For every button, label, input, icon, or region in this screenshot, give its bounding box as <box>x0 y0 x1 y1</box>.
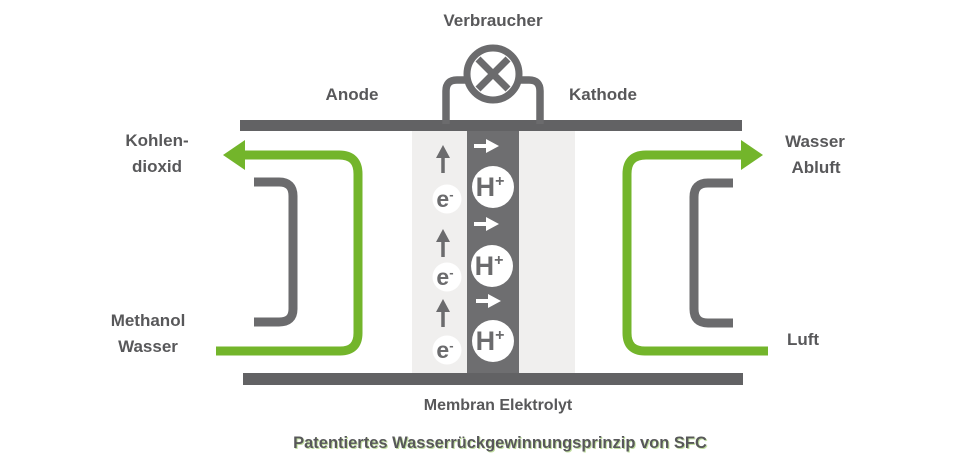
top-current-collector <box>240 120 742 131</box>
exhaust-label: Abluft <box>791 158 840 177</box>
electron-symbol: e <box>436 186 449 212</box>
electron-sup: - <box>449 265 453 280</box>
consumer-label: Verbraucher <box>443 11 543 30</box>
anode-label: Anode <box>326 85 379 104</box>
proton-symbol: H <box>476 326 496 356</box>
proton-sup: + <box>494 252 503 269</box>
gray-channel-left <box>254 177 298 327</box>
water-out-label: Wasser <box>785 132 845 151</box>
gray-channel-right <box>689 178 733 328</box>
proton-symbol: H <box>475 251 495 281</box>
bottom-current-collector <box>243 373 743 385</box>
wire-right <box>518 76 544 124</box>
green-flow-left <box>216 140 363 356</box>
caption: Patentiertes Wasserrückgewinnungsprinzip… <box>293 434 707 452</box>
co2-label-line2: dioxid <box>132 157 182 176</box>
electron-symbol: e <box>436 337 449 363</box>
water-in-label: Wasser <box>118 337 178 356</box>
electron-circle: e- <box>432 184 462 214</box>
proton-sup: + <box>495 327 504 344</box>
electron-circle: e- <box>432 262 462 292</box>
svg-text:e-: e- <box>436 264 453 290</box>
proton-sup: + <box>495 173 504 190</box>
proton-symbol: H <box>476 172 496 202</box>
cathode-diffusion-layer <box>519 131 575 373</box>
methanol-label: Methanol <box>111 311 186 330</box>
electron-symbol: e <box>436 264 449 290</box>
svg-text:e-: e- <box>436 186 453 212</box>
svg-text:H+: H+ <box>476 326 505 356</box>
svg-text:H+: H+ <box>475 251 504 281</box>
proton-circle: H+ <box>472 320 514 362</box>
svg-text:H+: H+ <box>476 172 505 202</box>
svg-text:e-: e- <box>436 337 453 363</box>
electron-circle: e- <box>432 335 462 365</box>
consumer-load-icon <box>463 44 523 104</box>
anode-diffusion-layer <box>412 131 467 373</box>
wire-left <box>442 76 468 124</box>
membrane-label: Membran Elektrolyt <box>424 397 573 414</box>
green-flow-right <box>622 140 768 356</box>
electron-sup: - <box>449 338 453 353</box>
proton-circle: H+ <box>471 245 513 287</box>
proton-circle: H+ <box>472 166 514 208</box>
cathode-label: Kathode <box>569 85 637 104</box>
co2-label-line1: Kohlen- <box>125 131 188 150</box>
electron-sup: - <box>449 187 453 202</box>
air-label: Luft <box>787 330 819 349</box>
